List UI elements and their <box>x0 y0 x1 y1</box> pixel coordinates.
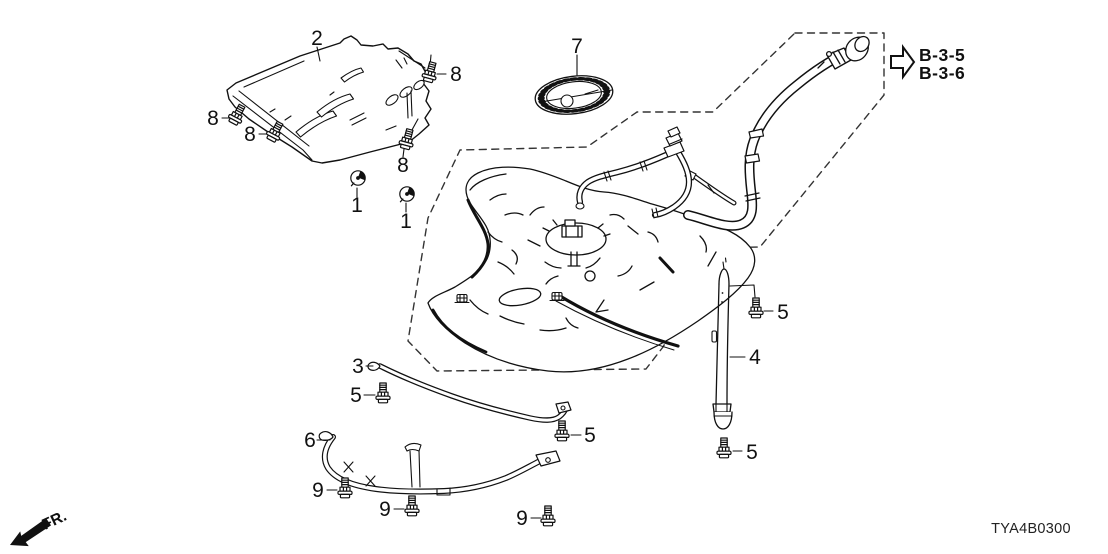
callout-label-4: 4 <box>749 346 761 369</box>
diagram-code: TYA4B0300 <box>991 521 1071 537</box>
callout-label-3: 3 <box>352 355 364 378</box>
grommet-part-1 <box>350 170 366 187</box>
bolt-part-5 <box>716 437 732 459</box>
callout-label-7: 7 <box>571 35 583 58</box>
callout-label-8: 8 <box>207 107 219 130</box>
filler-neck <box>817 35 870 70</box>
bolt-part-9 <box>540 505 556 527</box>
callout-label-5: 5 <box>584 424 596 447</box>
callout-label-9: 9 <box>312 479 324 502</box>
callout-label-1: 1 <box>351 194 363 217</box>
tank-clip <box>549 291 565 302</box>
shield-details <box>232 57 425 161</box>
callout-label-9: 9 <box>379 498 391 521</box>
bolt-part-9 <box>404 495 420 517</box>
reference-arrow-icon <box>890 43 916 81</box>
callout-label-8: 8 <box>244 123 256 146</box>
reference-label-b-3-6[interactable]: B-3-6 <box>919 63 965 83</box>
fuel-tank <box>427 166 756 373</box>
vent-hoses <box>575 126 693 219</box>
callout-label-5: 5 <box>350 384 362 407</box>
tank-support-rod <box>711 257 733 430</box>
callout-label-5: 5 <box>746 441 758 464</box>
leader-lines <box>221 46 774 519</box>
bolt-part-5 <box>748 297 764 319</box>
callout-label-2: 2 <box>311 27 323 50</box>
dashed-boundary <box>407 32 885 372</box>
grommet-part-1 <box>399 186 415 203</box>
reference-link-block[interactable]: B-3-5 B-3-6 <box>890 43 965 83</box>
reference-label-b-3-5[interactable]: B-3-5 <box>919 45 965 65</box>
front-direction-indicator: FR. <box>10 508 70 547</box>
tank-clip <box>454 293 470 304</box>
bolt-part-5 <box>375 382 391 404</box>
fr-arrow-icon <box>10 518 52 547</box>
callout-label-8: 8 <box>450 63 462 86</box>
tank-surface-details <box>431 173 717 354</box>
bolt-part-5 <box>554 420 570 442</box>
fuel-filler-pipe <box>575 35 870 231</box>
callout-label-1: 1 <box>400 210 412 233</box>
callout-label-9: 9 <box>516 507 528 530</box>
fuel-pump-lock-ring <box>533 72 615 119</box>
tank-band-lower <box>318 431 561 496</box>
tank-band-upper <box>367 361 572 423</box>
callout-label-5: 5 <box>777 301 789 324</box>
fr-label: FR. <box>40 508 70 534</box>
callout-label-8: 8 <box>397 154 409 177</box>
callout-label-6: 6 <box>304 429 316 452</box>
